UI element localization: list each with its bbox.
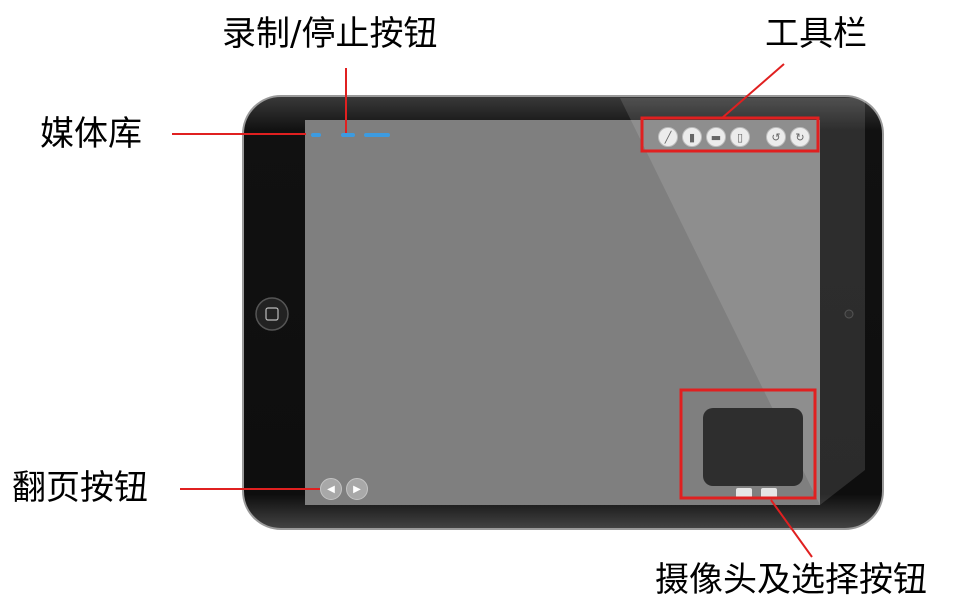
page-turn-label: 翻页按钮 xyxy=(12,468,148,508)
redo-icon[interactable]: ↻ xyxy=(790,127,810,147)
camera-select-label: 摄像头及选择按钮 xyxy=(655,560,927,600)
next-page-icon[interactable]: ▶ xyxy=(346,478,368,500)
record-stop-button[interactable] xyxy=(341,133,355,137)
previous-page-icon[interactable]: ◀ xyxy=(320,478,342,500)
camera-switch-icon[interactable] xyxy=(761,488,777,498)
pen-icon[interactable]: ╱ xyxy=(658,127,678,147)
media-library-button[interactable] xyxy=(311,133,321,137)
camera-icon[interactable] xyxy=(736,488,752,498)
trash-icon[interactable]: ▯ xyxy=(730,127,750,147)
camera-preview xyxy=(703,408,803,486)
home-button-icon xyxy=(255,297,289,331)
record-stop-label: 录制/停止按钮 xyxy=(222,14,438,54)
undo-icon[interactable]: ↺ xyxy=(766,127,786,147)
media-indicator xyxy=(364,133,390,137)
monitor-icon[interactable]: ▬ xyxy=(706,127,726,147)
camera-lens-icon xyxy=(844,309,854,319)
toolbar-label: 工具栏 xyxy=(765,14,867,54)
clipboard-icon[interactable]: ▮ xyxy=(682,127,702,147)
media-library-label: 媒体库 xyxy=(40,114,142,154)
